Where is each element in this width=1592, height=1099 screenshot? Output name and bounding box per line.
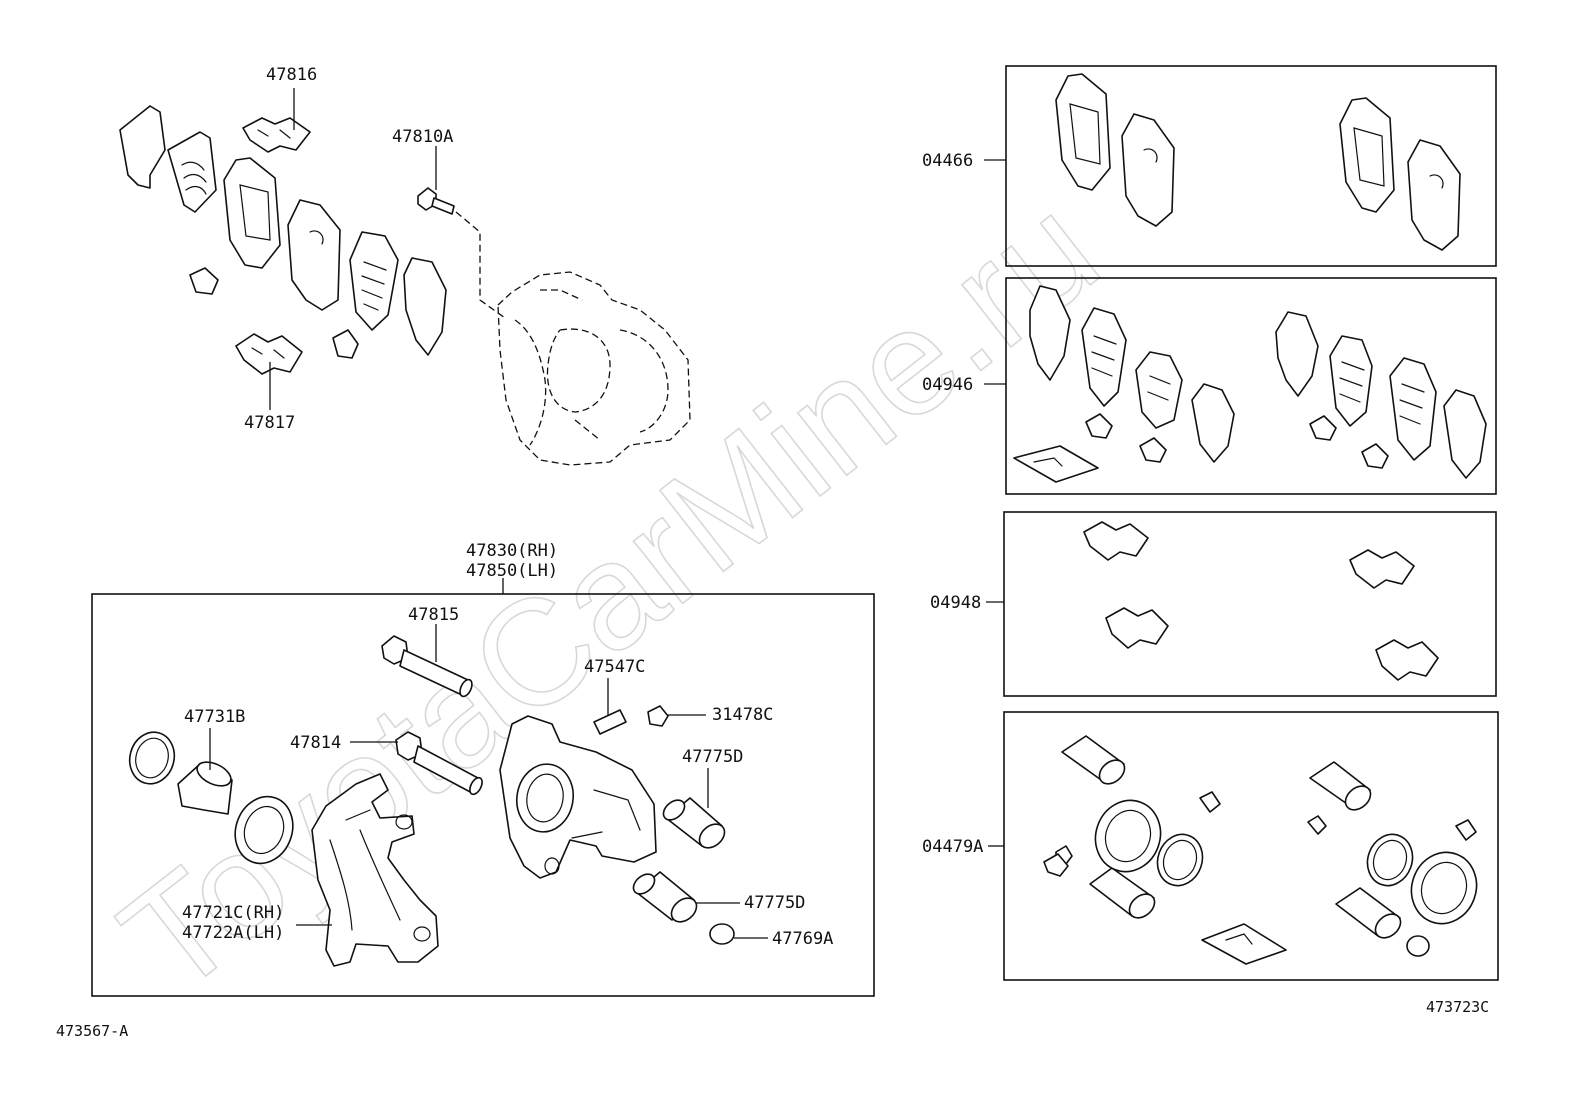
label-47850: 47850(LH)	[466, 561, 558, 581]
label-47816: 47816	[266, 65, 317, 85]
caliper-mounting-bracket[interactable]	[311, 773, 439, 967]
anti-squeal-clip-1[interactable]	[189, 267, 219, 295]
label-04948: 04948	[930, 593, 981, 613]
kit-04948-support-plates[interactable]	[1083, 521, 1439, 681]
label-47547c: 47547C	[584, 657, 645, 677]
label-04479a: 04479A	[922, 837, 983, 857]
caliper-bolt-47810a[interactable]	[417, 187, 455, 215]
piston[interactable]	[177, 757, 235, 815]
pad-shim-inner-left[interactable]	[167, 131, 217, 213]
kit-box-04466	[1005, 65, 1497, 267]
piston-seal[interactable]	[226, 788, 302, 871]
pad-support-plate-47817[interactable]	[235, 333, 303, 375]
label-47769a: 47769A	[772, 929, 833, 949]
brake-pad-right[interactable]	[287, 199, 341, 311]
pad-shim-inner-right[interactable]	[349, 231, 399, 331]
diagram-code-right: 473723C	[1426, 998, 1489, 1016]
label-47814: 47814	[290, 733, 341, 753]
label-47815: 47815	[408, 605, 459, 625]
label-47721c: 47721C(RH)	[182, 903, 284, 923]
slide-boot-47775d-top[interactable]	[660, 796, 729, 853]
label-04946: 04946	[922, 375, 973, 395]
label-47830: 47830(RH)	[466, 541, 558, 561]
kit-04466-pad-3[interactable]	[1339, 97, 1395, 213]
caliper-reference-dashed	[497, 271, 691, 466]
label-47775d-top: 47775D	[682, 747, 743, 767]
dashed-bolt-path	[455, 211, 506, 319]
bleeder-cap-31478c[interactable]	[647, 705, 669, 727]
bleeder-plug-47547c[interactable]	[593, 709, 627, 735]
kit-04946-shims-right[interactable]	[1275, 311, 1487, 479]
anti-squeal-clip-2[interactable]	[332, 329, 359, 359]
label-47731b: 47731B	[184, 707, 245, 727]
kit-04466-pad-4[interactable]	[1407, 139, 1461, 251]
kit-04466-pad-2[interactable]	[1121, 113, 1175, 227]
kit-04946-shims-left[interactable]	[1013, 285, 1235, 483]
label-04466: 04466	[922, 151, 973, 171]
label-47810a: 47810A	[392, 127, 453, 147]
slide-pin-47815[interactable]	[381, 635, 474, 698]
pad-shim-outer-left[interactable]	[119, 105, 166, 189]
caliper-body[interactable]	[499, 715, 657, 879]
kit-box-04948	[1003, 511, 1497, 697]
label-47817: 47817	[244, 413, 295, 433]
caliper-assembly-box	[91, 593, 875, 997]
slide-pin-47814[interactable]	[395, 731, 485, 796]
diagram-code-left: 473567-A	[56, 1022, 128, 1040]
brake-pad-left[interactable]	[223, 157, 281, 269]
slide-boot-47775d-bottom[interactable]	[630, 870, 701, 927]
kit-04479a-boots-seals-left[interactable]	[1043, 735, 1287, 965]
piston-ring-47731b[interactable]	[124, 727, 180, 789]
kit-box-04946	[1005, 277, 1497, 495]
bushing-47769a[interactable]	[709, 923, 735, 945]
label-47775d-bottom: 47775D	[744, 893, 805, 913]
kit-04479a-boots-seals-right[interactable]	[1307, 761, 1486, 957]
pad-shim-outer-right[interactable]	[403, 257, 447, 356]
label-31478c: 31478C	[712, 705, 773, 725]
pad-support-plate-47816[interactable]	[242, 117, 311, 153]
label-47722a: 47722A(LH)	[182, 923, 284, 943]
kit-04466-pad-1[interactable]	[1055, 73, 1111, 191]
